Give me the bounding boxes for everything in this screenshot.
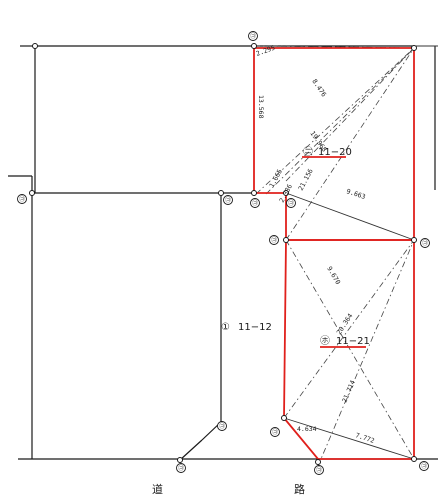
boundary-marker: ㋙: [176, 463, 186, 473]
parcel-number-11-21: 11−21: [336, 336, 370, 347]
boundary-marker: ㋙: [286, 198, 296, 208]
dimension-label: 8.476: [310, 78, 328, 99]
dimension-label: 21.156: [297, 167, 315, 192]
svg-text:㋙: ㋙: [421, 462, 427, 470]
dimension-label: 7.772: [354, 431, 375, 445]
svg-text:㋙: ㋙: [271, 236, 277, 244]
parcel-number-11-20: 11−20: [318, 147, 352, 158]
dimension-label: 20.364: [335, 312, 355, 336]
svg-text:㋙: ㋙: [252, 199, 258, 207]
dimension-label: 13.568: [257, 95, 265, 119]
survey-point: [32, 43, 38, 49]
boundary-marker: ㋙: [217, 421, 227, 431]
survey-point: [29, 190, 35, 196]
svg-text:㋙: ㋙: [19, 195, 25, 203]
svg-text:㋙: ㋙: [225, 196, 231, 204]
boundary-marker: ㋙: [314, 465, 324, 475]
survey-point: [283, 237, 289, 243]
boundary-marker: ㋙: [270, 427, 280, 437]
svg-text:㋙: ㋙: [250, 32, 256, 40]
road-char-1: 道: [152, 482, 163, 496]
survey-point: [283, 190, 289, 196]
survey-point: [411, 456, 417, 462]
survey-point: [281, 415, 287, 421]
boundary-marker: ㋙: [269, 235, 279, 245]
survey-lines: [253, 45, 415, 467]
subject-boundary: [253, 47, 415, 460]
svg-text:㋙: ㋙: [219, 422, 225, 430]
survey-point: [251, 43, 257, 49]
dimension-label: 9.670: [325, 265, 342, 286]
road-label: 道 路: [152, 482, 305, 496]
svg-text:㋙: ㋙: [288, 199, 294, 207]
svg-text:㋙: ㋙: [272, 428, 278, 436]
boundary-marker: ㋙: [250, 198, 260, 208]
dimension-label: 21.714: [340, 379, 357, 404]
dimension-label: 1.665: [268, 168, 284, 189]
boundary-marker: ㋙: [17, 194, 27, 204]
survey-points: [29, 43, 417, 465]
boundary-markers: ㋙ ㋙ ㋙ ㋙ ㋙ ㋙ ㋙ ㋙ ㋙ ㋙ ㋙ ㋙: [17, 31, 430, 475]
svg-text:㋙: ㋙: [178, 464, 184, 472]
parcel-symbol-11-21: ㋭: [320, 335, 330, 347]
survey-point: [251, 190, 257, 196]
boundary-marker: ㋙: [223, 195, 233, 205]
svg-text:㋙: ㋙: [316, 466, 322, 474]
parcel-number-11-12: 11−12: [238, 322, 272, 333]
parcel-labels: ㊁ 11−20 ㋭ 11−21 ① 11−12: [221, 146, 370, 347]
survey-point: [177, 457, 183, 463]
survey-point: [411, 237, 417, 243]
boundary-marker: ㋙: [419, 461, 429, 471]
survey-point: [315, 459, 321, 465]
boundary-marker: ㋙: [420, 238, 430, 248]
svg-text:㋙: ㋙: [422, 239, 428, 247]
dimension-label: 4.634: [297, 425, 317, 433]
road-char-2: 路: [294, 483, 305, 496]
parcel-symbol-11-20: ㊁: [303, 146, 313, 158]
dimension-label: 9.663: [345, 187, 366, 201]
survey-point: [218, 190, 224, 196]
boundary-marker: ㋙: [248, 31, 258, 41]
survey-point: [411, 45, 417, 51]
parcel-symbol-11-12: ①: [221, 322, 230, 333]
